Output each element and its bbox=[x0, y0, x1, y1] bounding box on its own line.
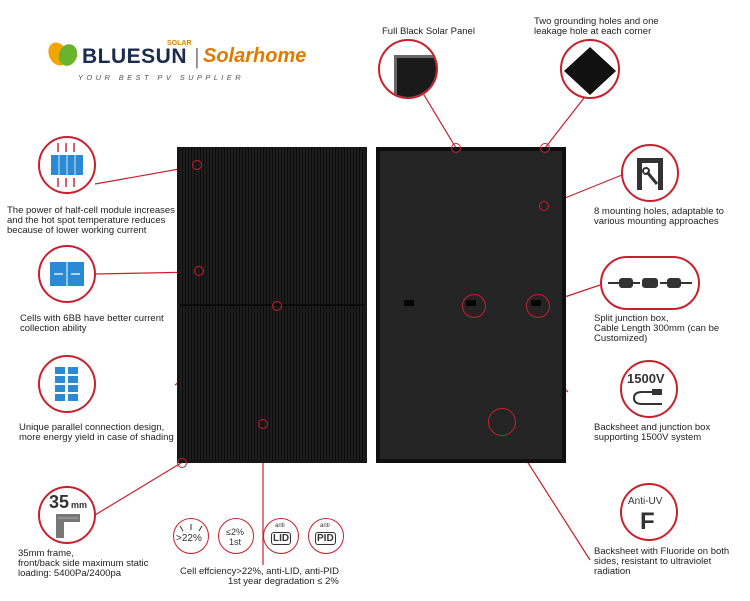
backsheet-text-1: Backsheet and junction box bbox=[594, 422, 711, 433]
voltage-label: 1500V bbox=[627, 371, 665, 386]
junction-box-icon bbox=[600, 256, 700, 310]
lid-anti-label: anti bbox=[275, 523, 285, 529]
pid-anti-label: anti bbox=[320, 523, 330, 529]
degradation-value: ≤2% bbox=[226, 527, 244, 537]
halfcell-text-2: and the hot spot temperature reduces bbox=[7, 215, 166, 226]
efficiency-value: >22% bbox=[176, 533, 202, 544]
parallel-text-2: more energy yield in case of shading bbox=[19, 432, 174, 443]
6bb-text-2: collection ability bbox=[20, 323, 87, 334]
brand-tagline: YOUR BEST PV SUPPLIER bbox=[78, 73, 245, 82]
anti-pid-badge: anti PID bbox=[308, 518, 344, 554]
lid-label: LID bbox=[271, 532, 292, 545]
marker-junction-2 bbox=[526, 294, 550, 318]
parallel-connection-icon bbox=[38, 355, 96, 413]
marker-backsheet bbox=[488, 408, 516, 436]
full-black-panel-icon bbox=[378, 39, 438, 99]
halfcell-icon bbox=[38, 136, 96, 194]
frame-number: 35 bbox=[49, 492, 70, 512]
frame-text-2: front/back side maximum static bbox=[18, 558, 149, 569]
anti-uv-label: Anti-UV bbox=[628, 496, 663, 507]
efficiency-text-1: Cell effciency>22%, anti-LID, anti-PID bbox=[180, 566, 340, 577]
mounting-text-1: 8 mounting holes, adaptable to bbox=[594, 206, 724, 217]
brand-solarhome: Solarhome bbox=[203, 45, 307, 67]
leaf-logo-icon bbox=[48, 42, 78, 66]
halfcell-text-3: because of lower working current bbox=[7, 225, 147, 236]
1500v-icon: 1500V bbox=[620, 360, 678, 418]
marker-junction-1 bbox=[462, 294, 486, 318]
anti-lid-badge: anti LID bbox=[263, 518, 299, 554]
degradation-year: 1st bbox=[229, 537, 242, 547]
grounding-text-2: leakage hole at each corner bbox=[534, 26, 652, 37]
brand-solar-tag: SOLAR bbox=[167, 40, 192, 47]
anti-uv-icon: Anti-UV F bbox=[620, 483, 678, 541]
brand-name: BLUESUN bbox=[82, 45, 188, 68]
marker-6bb bbox=[194, 266, 204, 276]
fluoride-text-3: radiation bbox=[594, 566, 631, 577]
marker-frame bbox=[177, 458, 187, 468]
frame-unit: mm bbox=[71, 500, 88, 510]
grounding-text-1: Two grounding holes and one bbox=[534, 16, 659, 27]
6bb-text-1: Cells with 6BB have better current bbox=[20, 313, 164, 324]
junction-text-1: Split junction box, bbox=[594, 313, 669, 324]
marker-efficiency bbox=[258, 419, 268, 429]
frame-text-1: 35mm frame, bbox=[18, 548, 74, 559]
brand-logo: BLUESUN SOLAR | Solarhome YOUR BEST PV S… bbox=[48, 37, 306, 87]
parallel-text-1: Unique parallel connection design, bbox=[19, 422, 165, 433]
marker-grounding bbox=[540, 143, 550, 153]
frame-text-3: loading: 5400Pa/2400pa bbox=[18, 568, 122, 579]
grounding-corner-icon bbox=[560, 39, 620, 99]
halfcell-text-1: The power of half-cell module increases bbox=[7, 205, 175, 216]
6bb-cell-icon bbox=[38, 245, 96, 303]
full-black-text: Full Black Solar Panel bbox=[382, 26, 475, 37]
pid-label: PID bbox=[315, 532, 336, 545]
marker-mounting bbox=[539, 201, 549, 211]
marker-full-black bbox=[451, 143, 461, 153]
fluoride-text-2: sides, resistant to ultraviolet bbox=[594, 556, 712, 567]
mounting-hole-icon bbox=[621, 144, 679, 202]
efficiency-badge: >22% bbox=[173, 518, 209, 554]
fluoride-letter: F bbox=[640, 508, 655, 535]
frame-35mm-icon: 35 mm bbox=[38, 486, 96, 544]
backsheet-text-2: supporting 1500V system bbox=[594, 432, 702, 443]
fluoride-text-1: Backsheet with Fluoride on both bbox=[594, 546, 730, 557]
marker-halfcell bbox=[192, 160, 202, 170]
efficiency-text-2: 1st year degradation ≤ 2% bbox=[228, 576, 339, 587]
brand-separator: | bbox=[194, 44, 200, 69]
mounting-text-2: various mounting approaches bbox=[594, 216, 719, 227]
junction-text-3: Customized) bbox=[594, 333, 648, 344]
degradation-badge: ≤2% 1st bbox=[218, 518, 254, 554]
marker-parallel bbox=[272, 301, 282, 311]
junction-text-2: Cable Length 300mm (can be bbox=[594, 323, 720, 334]
